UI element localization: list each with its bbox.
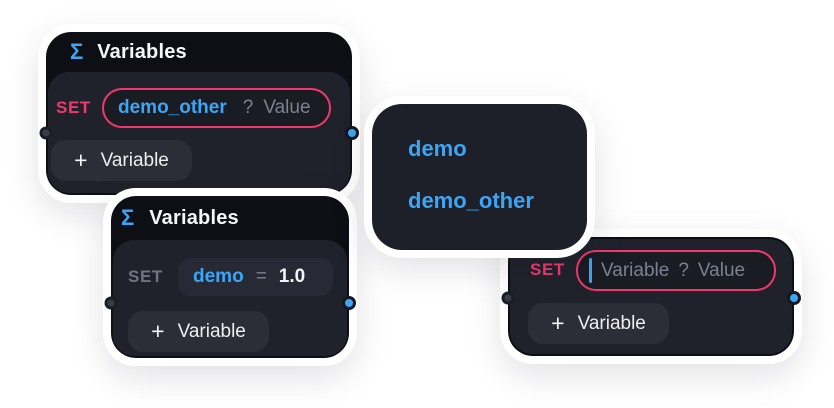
add-variable-label: Variable: [177, 320, 246, 342]
variables-node-middle[interactable]: Σ Variables SET demo = 1.0 + Variable: [104, 196, 353, 358]
input-port[interactable]: [39, 126, 53, 140]
variable-name-placeholder: Variable: [601, 259, 670, 281]
output-port[interactable]: [790, 294, 798, 302]
variable-name: demo_other: [118, 97, 227, 118]
set-label: SET: [128, 267, 163, 286]
sigma-icon: Σ: [121, 205, 135, 230]
variable-name: demo: [193, 266, 244, 287]
variable-assignment-input-focused[interactable]: Variable ? Value: [576, 250, 776, 291]
sigma-icon: Σ: [70, 39, 84, 64]
question-separator: ?: [242, 97, 254, 118]
variable-suggestions-dropdown: demo demo_other: [372, 104, 587, 250]
set-label: SET: [56, 98, 91, 117]
add-variable-button[interactable]: + Variable: [528, 303, 669, 344]
plus-icon: +: [551, 310, 565, 336]
input-port[interactable]: [104, 296, 118, 310]
add-variable-button[interactable]: + Variable: [128, 311, 269, 352]
plus-icon: +: [151, 318, 165, 344]
node-title: Variables: [97, 40, 187, 63]
variables-node-top[interactable]: Σ Variables SET demo_other ? Value + Var…: [39, 32, 356, 195]
question-separator: ?: [678, 259, 689, 281]
add-variable-button[interactable]: + Variable: [51, 140, 192, 181]
text-caret: [589, 258, 592, 283]
node-header: Σ Variables: [46, 32, 352, 72]
node-body: SET Variable ? Value + Variable: [510, 239, 792, 354]
variable-value: 1.0: [278, 266, 306, 287]
node-body: SET demo_other ? Value + Variable: [48, 72, 350, 193]
node-body: SET demo = 1.0 + Variable: [113, 240, 347, 356]
add-variable-label: Variable: [577, 312, 646, 334]
set-label: SET: [530, 260, 565, 279]
dropdown-item[interactable]: demo_other: [408, 188, 534, 214]
equals-sign: =: [255, 266, 267, 287]
plus-icon: +: [74, 147, 88, 173]
input-port[interactable]: [501, 291, 515, 305]
variable-assignment-input[interactable]: demo = 1.0: [178, 258, 333, 296]
value-placeholder: Value: [697, 259, 746, 281]
add-variable-label: Variable: [100, 149, 169, 171]
dropdown-item[interactable]: demo: [408, 136, 467, 161]
node-header: Σ Variables: [111, 196, 349, 240]
output-port[interactable]: [348, 129, 356, 137]
variables-node-right[interactable]: SET Variable ? Value + Variable: [501, 237, 798, 356]
variable-assignment-input[interactable]: demo_other ? Value: [102, 88, 331, 128]
output-port[interactable]: [345, 299, 353, 307]
node-title: Variables: [149, 206, 239, 229]
value-placeholder: Value: [263, 97, 311, 118]
